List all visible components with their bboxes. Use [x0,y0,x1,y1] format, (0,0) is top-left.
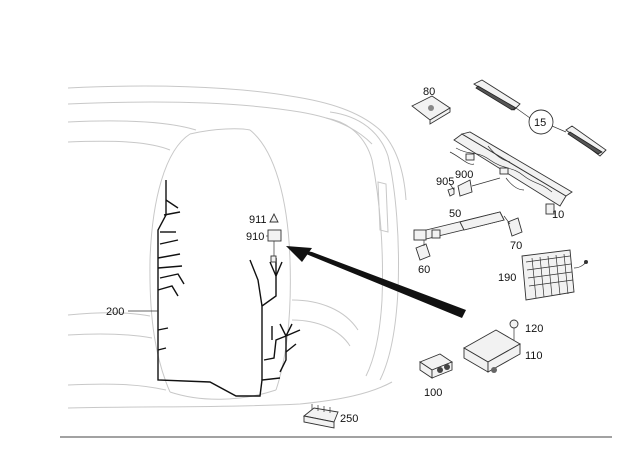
bracket-900 [457,177,501,197]
part-labels: 80 15 905 900 10 50 70 60 190 911 910 20… [106,86,564,425]
pointer-arrow [286,246,466,318]
label-15: 15 [534,117,546,129]
label-905: 905 [436,176,454,188]
label-80: 80 [423,86,435,98]
car-body-outline [67,85,407,409]
label-60: 60 [418,264,430,276]
sensor-bar-10 [449,131,573,215]
relay-100 [419,353,453,379]
label-910: 910 [246,231,264,243]
wiring-harness-200 [157,180,301,397]
clip-70 [503,215,523,237]
strut-50 [413,211,505,241]
screw-905 [447,187,455,197]
connector-911 [269,212,279,223]
label-200: 200 [106,306,124,318]
connector-block-250 [302,404,339,429]
label-911: 911 [249,214,267,226]
label-10: 10 [552,209,564,221]
leader-lines [128,183,455,312]
label-100: 100 [424,387,442,399]
label-250: 250 [340,413,358,425]
module-110 [463,329,521,373]
control-unit-190 [521,249,588,301]
label-50: 50 [449,208,461,220]
clip-60 [415,240,431,261]
label-70: 70 [510,240,522,252]
module-80 [411,95,451,125]
contact-strips-15 [473,79,607,157]
label-110: 110 [525,350,543,362]
label-900: 900 [455,169,473,181]
screw-120 [509,319,519,340]
connector-910 [267,229,282,263]
label-120: 120 [525,323,543,335]
label-190: 190 [498,272,516,284]
